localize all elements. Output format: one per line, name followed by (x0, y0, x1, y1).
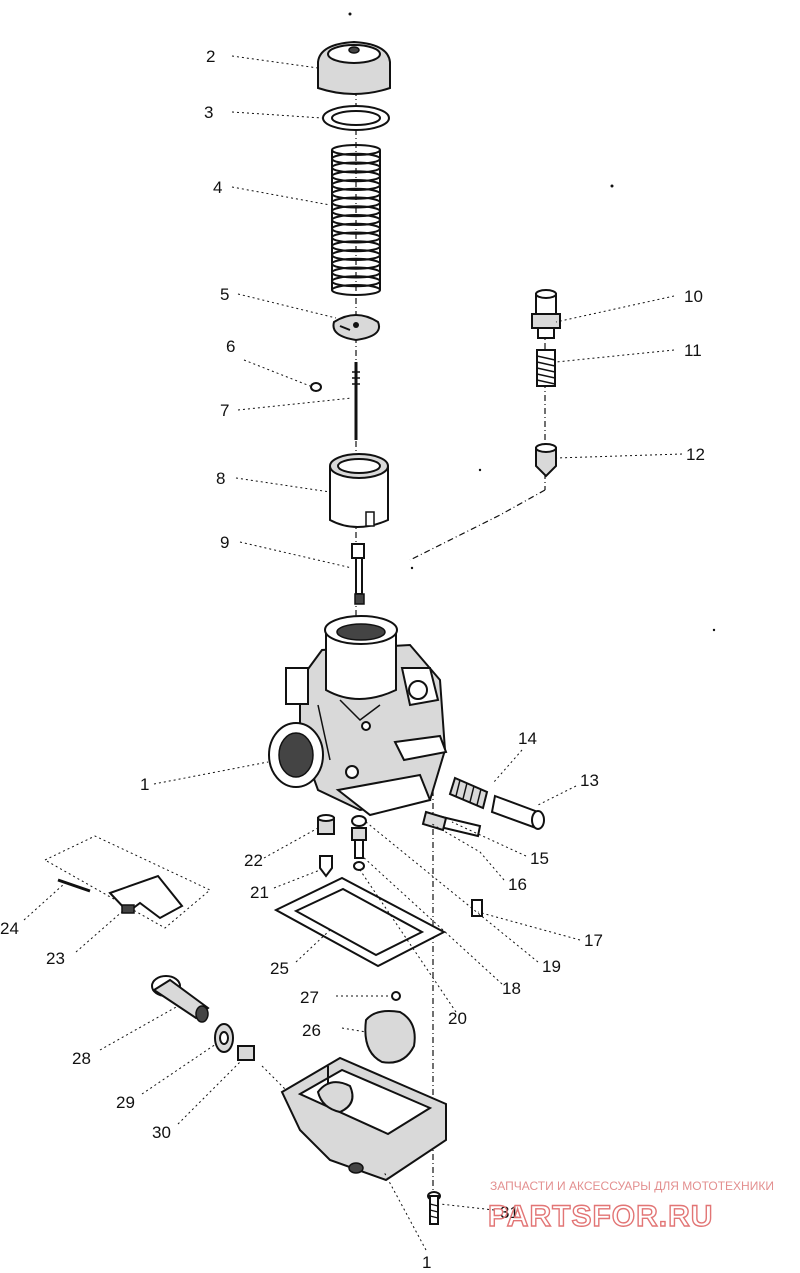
callout-7: 7 (220, 401, 229, 420)
part-13-screw (490, 794, 545, 830)
part-7-needle (352, 362, 360, 440)
callout-16: 16 (508, 875, 527, 894)
callout-6: 6 (226, 337, 235, 356)
part-17-jet (471, 899, 483, 917)
part-31-bowl-screw (427, 1191, 441, 1225)
part-28-drain-plug (151, 975, 210, 1023)
part-21-22-float-needle (317, 814, 335, 878)
callout-28: 28 (72, 1049, 91, 1068)
callout-23: 23 (46, 949, 65, 968)
callout-1-bowl: 1 (422, 1253, 431, 1272)
part-14-spring (448, 776, 489, 810)
callout-11: 11 (684, 341, 702, 360)
callout-8: 8 (216, 469, 225, 488)
watermark: ЗАПЧАСТИ И АКСЕССУАРЫ ДЛЯ МОТОТЕХНИКИ PA… (487, 1179, 774, 1234)
part-11-starter-spring (536, 349, 556, 387)
callout-14: 14 (518, 729, 537, 748)
callout-2: 2 (206, 47, 215, 66)
part-23-24-float-arm (43, 835, 211, 929)
callout-19: 19 (542, 957, 561, 976)
callout-26: 26 (302, 1021, 321, 1040)
callout-17: 17 (584, 931, 603, 950)
callout-29: 29 (116, 1093, 135, 1112)
scan-specks (348, 12, 716, 632)
callout-24: 24 (0, 919, 19, 938)
callout-31: 31 (500, 1203, 519, 1222)
callout-10: 10 (684, 287, 703, 306)
part-1-carburetor-body (268, 615, 448, 817)
part-6-clip (310, 382, 322, 392)
part-4-spring (331, 144, 381, 296)
callout-9: 9 (220, 533, 229, 552)
part-12-starter-valve (535, 443, 557, 478)
callout-15: 15 (530, 849, 549, 868)
part-18-19-20-jets (351, 815, 367, 871)
callout-13: 13 (580, 771, 599, 790)
watermark-tagline: ЗАПЧАСТИ И АКСЕССУАРЫ ДЛЯ МОТОТЕХНИКИ (490, 1179, 774, 1193)
watermark-logo: PARTSFOR.RU (488, 1200, 713, 1233)
callout-4: 4 (213, 178, 222, 197)
leader-lines (23, 55, 683, 1251)
callout-22: 22 (244, 851, 263, 870)
part-8-throttle-slide (329, 453, 389, 528)
callout-30: 30 (152, 1123, 171, 1142)
part-1-float-bowl (280, 1056, 447, 1182)
callout-1-body: 1 (140, 775, 149, 794)
part-3-washer (322, 105, 390, 131)
part-9-needle-jet (351, 543, 365, 605)
part-25-gasket (273, 876, 447, 968)
callout-3: 3 (204, 103, 213, 122)
callout-labels: 2 3 4 5 6 7 8 9 10 11 12 1 14 13 15 16 1… (0, 47, 705, 1272)
part-16-spring (421, 810, 448, 832)
part-5-plate (332, 314, 380, 342)
part-26-float (364, 1010, 416, 1064)
callout-21: 21 (250, 883, 269, 902)
callout-27: 27 (300, 988, 319, 1007)
part-10-starter-plunger (531, 289, 561, 339)
part-27-ball (391, 991, 401, 1001)
part-30-screw (237, 1045, 255, 1061)
callout-5: 5 (220, 285, 229, 304)
callout-25: 25 (270, 959, 289, 978)
part-2-cap (317, 40, 391, 95)
callout-20: 20 (448, 1009, 467, 1028)
part-29-washer (214, 1023, 234, 1053)
callout-18: 18 (502, 979, 521, 998)
callout-12: 12 (686, 445, 705, 464)
